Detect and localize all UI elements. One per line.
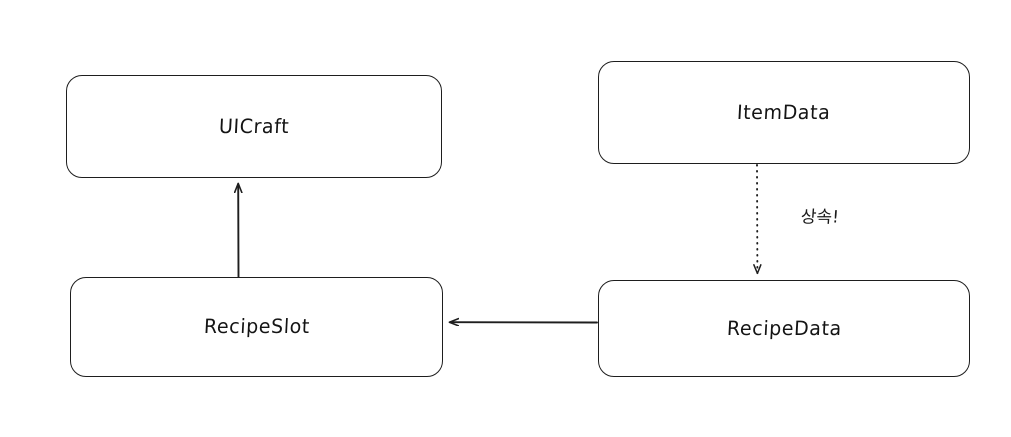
node-uicraft[interactable]: UICraft [66, 75, 442, 178]
node-label-uicraft: UICraft [218, 115, 290, 138]
node-label-itemdata: ItemData [736, 101, 832, 124]
node-label-recipedata: RecipeData [725, 317, 843, 340]
edge-label-inheritance: 상속! [800, 207, 840, 228]
node-recipeslot[interactable]: RecipeSlot [70, 277, 443, 377]
node-label-recipeslot: RecipeSlot [202, 315, 311, 339]
node-recipedata[interactable]: RecipeData [598, 280, 970, 377]
node-itemdata[interactable]: ItemData [598, 61, 970, 164]
